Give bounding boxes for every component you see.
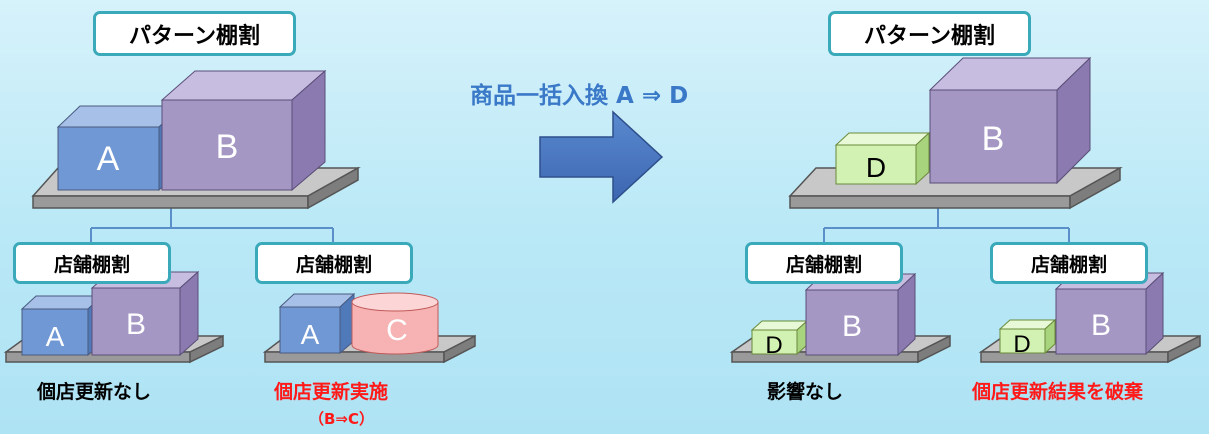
left-store2-box-c: C	[351, 292, 439, 355]
left-store2-subcaption: （B⇒C）	[309, 410, 375, 428]
right-connector	[823, 208, 1070, 242]
left-pattern-box-b: B	[160, 69, 327, 192]
right-store2-label: 店舗棚割	[990, 242, 1148, 284]
right-store1-caption: 影響なし	[767, 381, 844, 403]
right-store2-box-d-letter: D	[1013, 331, 1030, 358]
left-store1-box-b: B	[90, 270, 200, 357]
left-store1-box-a-letter: A	[46, 321, 65, 352]
right-pattern-box-b: B	[928, 56, 1092, 185]
right-store1-box-b: B	[804, 272, 917, 357]
left-store2-caption: 個店更新実施	[274, 381, 389, 403]
right-pattern-box-d: D	[834, 131, 931, 186]
left-store1-label: 店舗棚割	[13, 242, 171, 284]
left-store2-box-c-letter: C	[386, 314, 408, 347]
left-pattern-box-b-letter: B	[216, 128, 239, 166]
right-store2-box-d: D	[998, 318, 1057, 358]
right-store1-label: 店舗棚割	[745, 242, 903, 284]
left-store1-box-a: A	[20, 294, 104, 357]
transition-title: 商品一括入換 A ⇒ D	[470, 83, 689, 109]
left-pattern-label: パターン棚割	[93, 11, 296, 56]
right-store1-box-d-letter: D	[765, 332, 782, 359]
left-pattern-box-a-letter: A	[97, 140, 120, 178]
right-store2-caption: 個店更新結果を破棄	[972, 381, 1144, 403]
right-pattern-label: パターン棚割	[828, 11, 1031, 56]
left-store2-label: 店舗棚割	[255, 242, 413, 284]
right-pattern-box-d-letter: D	[866, 152, 886, 183]
left-store1-caption: 個店更新なし	[37, 381, 152, 403]
right-store1-box-d: D	[750, 319, 809, 359]
left-store1-box-b-letter: B	[126, 308, 146, 341]
left-store2-box-a-letter: A	[301, 319, 320, 350]
right-store2-box-b-letter: B	[1091, 309, 1111, 342]
right-store1-box-b-letter: B	[842, 310, 862, 343]
right-store2-box-b: B	[1054, 271, 1165, 356]
left-connector	[90, 208, 334, 242]
left-store2-box-a: A	[278, 292, 356, 355]
right-pattern-box-b-letter: B	[982, 120, 1005, 158]
transition-arrow	[539, 110, 664, 204]
